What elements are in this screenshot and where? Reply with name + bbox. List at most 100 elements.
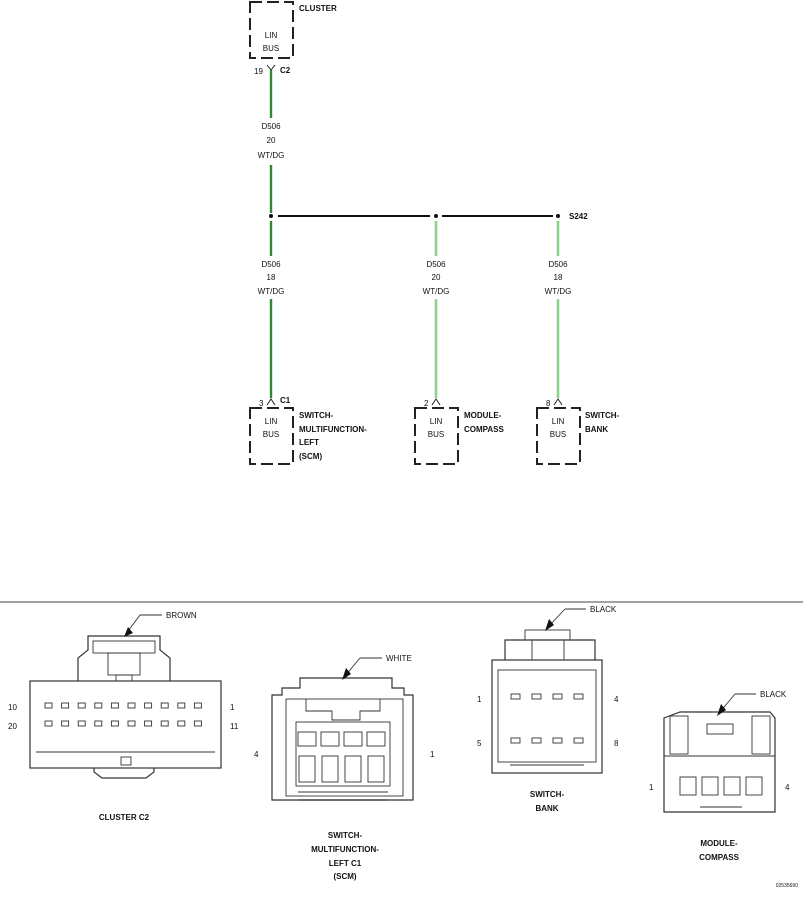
switch-bank-cavity [552, 737, 563, 744]
cluster-c2-cavity [110, 702, 119, 709]
scm-c1-cavity [297, 731, 317, 747]
scm-c1-cavity [367, 755, 385, 783]
branch-switch-bank: D506 18 WT/DG 8 LIN BUS SWITCH- BANK [536, 221, 620, 465]
cluster-c2-cavity [127, 702, 136, 709]
trunk-wire-gauge: 20 [267, 136, 276, 145]
switch-bank-pin-top-right: 4 [614, 695, 619, 704]
switch-bank-cavity [510, 693, 521, 700]
scm-c1-pin-right: 1 [430, 750, 435, 759]
splice-node-2 [434, 214, 438, 218]
module-compass-caption-line-1: MODULE- [700, 839, 738, 848]
branch-switch-bank-body-line-2: BUS [550, 430, 566, 439]
scm-c1-caption-line-1: SWITCH- [328, 831, 363, 840]
branch-switch-bank-color: WT/DG [545, 287, 572, 296]
splice-node-1 [269, 214, 273, 218]
branch-compass-dashed-box [414, 407, 459, 465]
branch-switch-bank-circuit: D506 [548, 260, 568, 269]
branch-scm: D506 18 WT/DG 3 C1 LIN BUS SWITCH- MULTI… [249, 221, 367, 465]
cluster-pin-chevron-icon [266, 64, 276, 71]
module-compass-pin-right: 4 [785, 783, 790, 792]
switch-bank-latch [504, 639, 596, 660]
switch-bank-caption-line-2: BANK [535, 804, 558, 813]
connector-view-module-compass: BLACK 1 4 MODULE- COMPASS [649, 690, 790, 862]
cluster-c2-cavity [160, 720, 169, 727]
cluster-c2-cavities [44, 702, 202, 727]
branch-switch-bank-name-line-1: SWITCH- [585, 411, 620, 420]
switch-bank-color-callout: BLACK [590, 605, 617, 614]
scm-c1-cavity [321, 755, 339, 783]
scm-c1-cavity [366, 731, 386, 747]
trunk-wire-circuit: D506 [261, 122, 281, 131]
branch-scm-color: WT/DG [258, 287, 285, 296]
module-compass-callout-arrow-icon [717, 704, 726, 716]
branch-switch-bank-gauge: 18 [554, 273, 563, 282]
module-compass-cavity [701, 776, 719, 796]
scm-c1-callout-arrow-icon [342, 668, 351, 680]
cluster-c2-cavity [160, 702, 169, 709]
switch-bank-cavity [573, 693, 584, 700]
scm-c1-housing [271, 677, 414, 801]
branch-scm-dashed-box [249, 407, 294, 465]
branch-switch-bank-body-line-1: LIN [552, 417, 565, 426]
cluster-c2-cavity [177, 720, 186, 727]
cluster-c2-cavity [44, 720, 53, 727]
connector-view-switch-bank: BLACK 1 4 5 8 SWITCH- BANK [477, 605, 619, 813]
branch-compass-circuit: D506 [426, 260, 446, 269]
branch-switch-bank-dashed-box [536, 407, 581, 465]
branch-compass: D506 20 WT/DG 2 LIN BUS MODULE- COMPASS [414, 221, 505, 465]
branch-scm-name-line-2: MULTIFUNCTION- [299, 425, 367, 434]
cluster-c2-housing [29, 680, 222, 769]
branch-compass-color: WT/DG [423, 287, 450, 296]
cluster-c2-pin-bottom-right: 11 [230, 722, 239, 731]
scm-c1-cavity [344, 755, 362, 783]
switch-bank-pin-top-left: 1 [477, 695, 482, 704]
switch-bank-cavity [531, 693, 542, 700]
branch-scm-gauge: 18 [267, 273, 276, 282]
figure-id: 02535690 [776, 883, 798, 889]
scm-c1-pin-left: 4 [254, 750, 259, 759]
cluster-c2-cavity [44, 702, 53, 709]
scm-c1-cavity [298, 755, 316, 783]
branch-switch-bank-pin-number: 8 [546, 399, 551, 408]
cluster-dashed-box [249, 1, 294, 59]
cluster-pin-number: 19 [254, 67, 263, 76]
branch-compass-pin-number: 2 [424, 399, 429, 408]
module-compass-cavity [745, 776, 763, 796]
branch-scm-pin-number: 3 [259, 399, 264, 408]
cluster-body-line-1: LIN [265, 31, 278, 40]
branch-scm-name-line-4: (SCM) [299, 452, 322, 461]
branch-scm-body-line-1: LIN [265, 417, 278, 426]
switch-bank-cavity [573, 737, 584, 744]
cluster-c2-cavity [127, 720, 136, 727]
cluster-c2-cavity [77, 720, 86, 727]
connector-view-scm-c1: WHITE 4 1 SWITCH- MULTIFUNCTION- LEFT C1… [254, 654, 435, 881]
branch-scm-body-line-2: BUS [263, 430, 279, 439]
module-compass-cavity [723, 776, 741, 796]
cluster-c2-cavity [177, 702, 186, 709]
connector-view-cluster-c2: BROWN 10 1 20 11 CLUSTER C2 [8, 611, 239, 822]
cluster-component: CLUSTER LIN BUS 19 C2 [249, 1, 337, 76]
module-compass-pin-left: 1 [649, 783, 654, 792]
switch-bank-callout-arrow-icon [545, 619, 554, 631]
switch-bank-pin-bottom-left: 5 [477, 739, 482, 748]
cluster-c2-cavity [144, 702, 153, 709]
cluster-c2-cavity [61, 720, 70, 727]
splice-id: S242 [569, 212, 588, 221]
cluster-c2-cavity [110, 720, 119, 727]
module-compass-cavity [679, 776, 697, 796]
cluster-c2-callout-arrow-icon [124, 627, 133, 637]
branch-compass-body-line-2: BUS [428, 430, 444, 439]
module-compass-caption-line-2: COMPASS [699, 853, 740, 862]
cluster-c2-cavity [144, 720, 153, 727]
cluster-c2-caption-line-1: CLUSTER C2 [99, 813, 150, 822]
switch-bank-cavity [510, 737, 521, 744]
branch-compass-gauge: 20 [432, 273, 441, 282]
cluster-c2-color-callout: BROWN [166, 611, 197, 620]
branch-compass-body-line-1: LIN [430, 417, 443, 426]
cluster-name: CLUSTER [299, 4, 337, 13]
branch-scm-circuit: D506 [261, 260, 281, 269]
switch-bank-housing [491, 659, 603, 774]
module-compass-cavities [679, 776, 763, 796]
